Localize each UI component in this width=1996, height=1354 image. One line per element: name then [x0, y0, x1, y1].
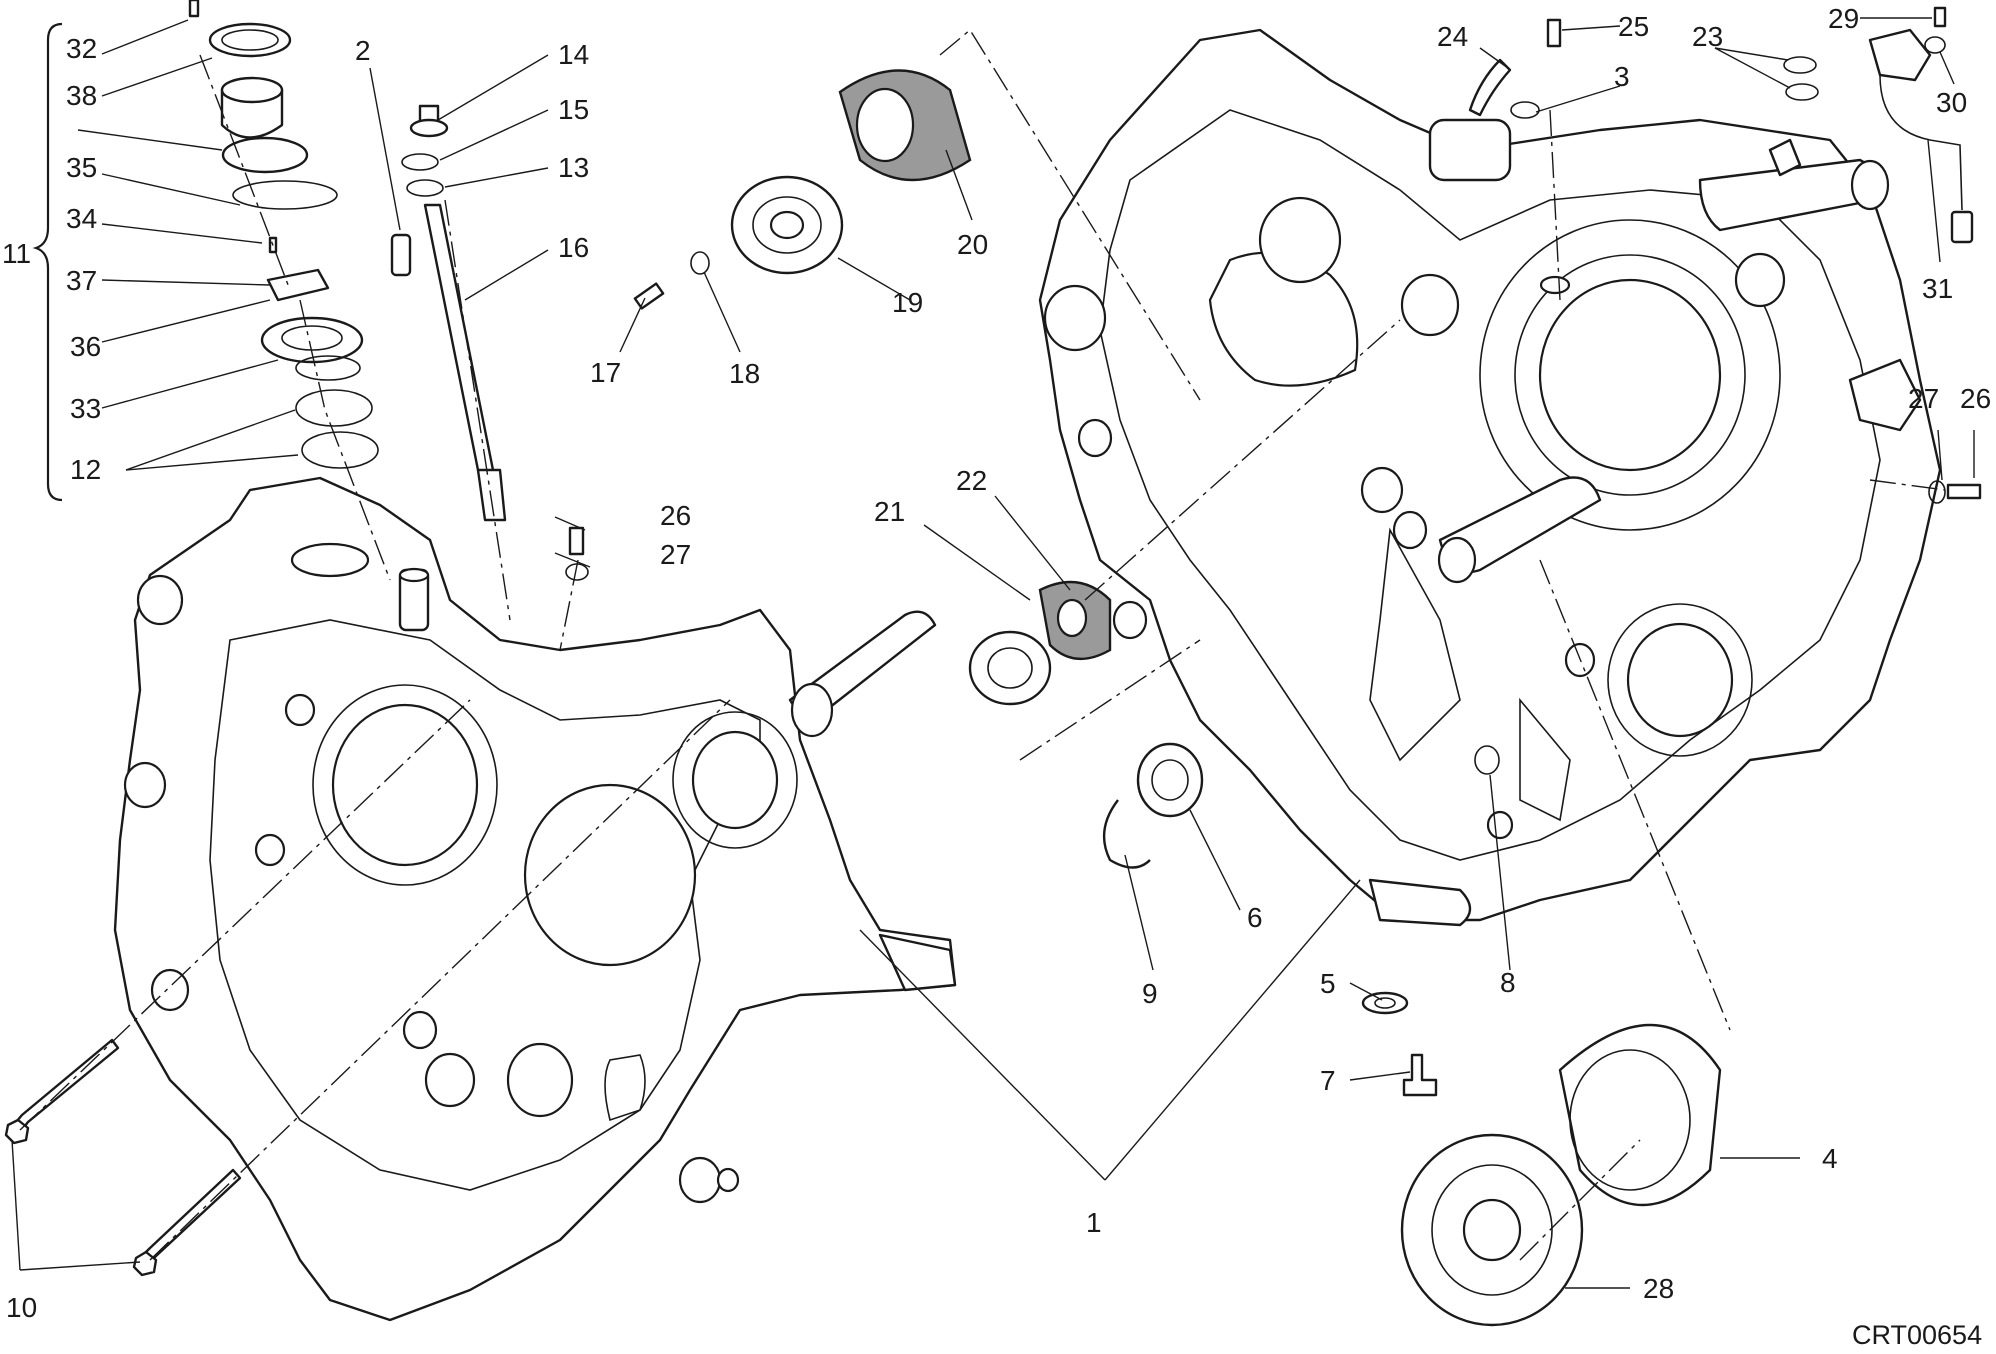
callout-15: 15	[558, 94, 589, 125]
o-ring	[1928, 480, 1946, 504]
callout-20: 20	[957, 229, 988, 260]
callout-25: 25	[1618, 11, 1649, 42]
drain-plug	[1402, 1053, 1438, 1097]
callout-14: 14	[558, 39, 589, 70]
washer	[1510, 101, 1540, 119]
callout-32: 32	[66, 33, 97, 64]
roller-bearing	[1136, 742, 1204, 818]
bottom-right-bearings	[1361, 991, 1722, 1327]
callout-24: 24	[1437, 21, 1468, 52]
pump-impeller-housing	[260, 316, 364, 364]
o-ring	[406, 179, 444, 197]
right-crankcase-half	[1038, 28, 1942, 927]
screw	[1546, 18, 1562, 48]
drawing-code: CRT00654	[1852, 1320, 1982, 1350]
dowel-pin	[568, 526, 585, 556]
callout-21: 21	[874, 496, 905, 527]
callout-28: 28	[1643, 1273, 1674, 1304]
main-bearing-stack	[633, 69, 1204, 869]
callout-26-right: 26	[1960, 383, 1991, 414]
callout-19: 19	[892, 287, 923, 318]
callout-27-right: 27	[1908, 383, 1939, 414]
circlip	[1102, 799, 1151, 869]
washer	[1361, 991, 1409, 1015]
callout-2: 2	[355, 35, 371, 66]
o-ring	[1474, 745, 1500, 775]
washer	[1924, 36, 1946, 54]
callout-16: 16	[558, 232, 589, 263]
o-ring	[1785, 83, 1819, 101]
main-bushing	[1558, 1024, 1722, 1207]
roller-bearing	[968, 630, 1052, 706]
callout-36: 36	[70, 331, 101, 362]
callout-17: 17	[590, 357, 621, 388]
callout-8: 8	[1500, 967, 1516, 998]
callout-34: 34	[66, 203, 97, 234]
callout-13: 13	[558, 152, 589, 183]
callout-37: 37	[66, 265, 97, 296]
callout-23: 23	[1692, 21, 1723, 52]
callout-22: 22	[956, 465, 987, 496]
callout-9: 9	[1142, 978, 1158, 1009]
water-pump-cover-assembly	[188, 0, 412, 469]
cable-clip	[1468, 58, 1512, 117]
callout-11: 11	[2, 238, 31, 269]
callout-3: 3	[1614, 61, 1630, 92]
callout-35: 35	[66, 152, 97, 183]
callout-5: 5	[1320, 968, 1336, 999]
callout-38: 38	[66, 80, 97, 111]
o-ring	[295, 389, 373, 427]
sensor-with-cable	[1868, 28, 1932, 82]
o-ring	[1783, 56, 1817, 74]
washer	[690, 251, 710, 275]
left-crankcase-half	[113, 476, 957, 1322]
o-ring	[232, 180, 338, 210]
callout-10: 10	[6, 1292, 37, 1323]
screw	[188, 0, 200, 18]
sensor-plate	[266, 268, 330, 302]
flange-gasket	[208, 22, 292, 58]
assembly-lines	[19, 28, 1946, 1261]
allen-screw	[390, 233, 412, 277]
callout-6: 6	[1247, 902, 1263, 933]
o-ring	[301, 431, 379, 469]
screw	[633, 282, 665, 310]
callout-12: 12	[70, 454, 101, 485]
callout-29: 29	[1828, 3, 1859, 34]
callout-30: 30	[1936, 87, 1967, 118]
callout-1: 1	[1086, 1207, 1102, 1238]
leader-lines	[11, 17, 1975, 1289]
callout-31: 31	[1922, 273, 1953, 304]
callout-26-left: 26	[660, 500, 691, 531]
connector	[1950, 210, 1974, 244]
callout-labels: 1 2 3 4 5 6 7 8 9 10 11 12 13 14 15 16 1…	[2, 3, 1991, 1323]
callout-4: 4	[1822, 1143, 1838, 1174]
callout-7: 7	[1320, 1065, 1336, 1096]
dowel-pin	[1946, 483, 1982, 500]
screw	[1933, 6, 1947, 28]
dowels-and-orings	[565, 480, 1982, 775]
washer	[401, 153, 439, 171]
top-right-hardware	[1468, 6, 1974, 244]
callout-33: 33	[70, 393, 101, 424]
callout-18: 18	[729, 358, 760, 389]
callout-27-left: 27	[660, 539, 691, 570]
oil-dipstick-tube	[401, 104, 507, 522]
